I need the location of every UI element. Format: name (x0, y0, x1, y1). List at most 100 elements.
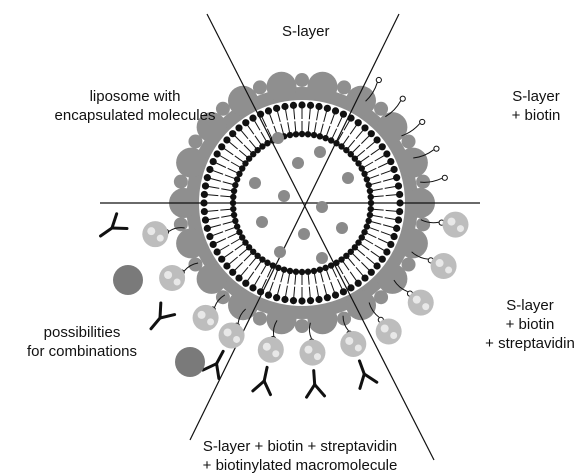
lipid-head-inner (299, 269, 305, 275)
antibody-stem (101, 228, 112, 236)
streptavidin-body (376, 319, 402, 345)
lipid-head-inner (234, 176, 240, 182)
s-layer-spike (174, 217, 188, 231)
antibody-arm (306, 385, 316, 398)
lipid-head-inner (305, 269, 311, 275)
biotin-head-icon (376, 77, 381, 82)
label-liposome: liposome with encapsulated molecules (26, 87, 244, 125)
lipid-head-inner (322, 135, 328, 141)
lipid-head-outer (395, 216, 402, 223)
streptavidin-body (299, 340, 325, 366)
lipid-head-outer (298, 297, 305, 304)
lipid-head-inner (287, 268, 293, 274)
streptavidin-site (381, 325, 389, 333)
s-layer-lobe (228, 290, 258, 320)
lipid-head-outer (214, 248, 221, 255)
lipid-head-inner (322, 265, 328, 271)
lipid-head-outer (210, 241, 217, 248)
lipid-head-outer (281, 103, 288, 110)
encapsulated-molecule (316, 252, 328, 264)
s-layer-lobe (307, 72, 337, 102)
lipid-head-outer (298, 101, 305, 108)
lipid-head-outer (361, 274, 368, 281)
antibody-stem (314, 371, 315, 385)
lipid-head-outer (204, 174, 211, 181)
lipid-head-outer (383, 248, 390, 255)
lipid-head-outer (257, 288, 264, 295)
streptavidin-site (390, 332, 397, 339)
streptavidin-body (142, 221, 168, 247)
lipid-head-inner (317, 266, 323, 272)
lipid-head-outer (307, 102, 314, 109)
antibody-stem (359, 361, 364, 374)
antibody-stem (264, 367, 267, 381)
macromolecule-sphere-icon (113, 265, 143, 295)
lipid-head-outer (206, 233, 213, 240)
lipid-head-inner (299, 131, 305, 137)
lipid-head-outer (204, 225, 211, 232)
s-layer-spike (295, 319, 309, 333)
lipid-head-outer (229, 130, 236, 137)
lipid-head-outer (340, 111, 347, 118)
streptavidin-body (219, 322, 245, 348)
lipid-head-outer (387, 241, 394, 248)
lipid-head-outer (218, 143, 225, 150)
lipid-head-outer (206, 166, 213, 173)
lipid-head-inner (364, 176, 370, 182)
lipid-head-outer (383, 150, 390, 157)
s-layer-spike (253, 80, 267, 94)
lipid-head-inner (293, 131, 299, 137)
lipid-head-outer (265, 291, 272, 298)
lipid-head-inner (231, 188, 237, 194)
lipid-head-inner (328, 262, 334, 268)
lipid-head-outer (273, 105, 280, 112)
streptavidin-site (436, 259, 444, 267)
lipid-head-outer (390, 166, 397, 173)
lipid-head-inner (232, 218, 238, 224)
lipid-head-outer (379, 143, 386, 150)
antibody-arm (315, 384, 325, 397)
lipid-head-outer (202, 216, 209, 223)
lipid-head-outer (368, 130, 375, 137)
streptavidin-site (314, 353, 321, 360)
lipid-head-outer (218, 256, 225, 263)
lipid-head-inner (311, 132, 317, 138)
lipid-head-outer (332, 291, 339, 298)
s-layer-spike (402, 135, 416, 149)
streptavidin-site (147, 227, 155, 235)
lipid-head-inner (230, 206, 236, 212)
biotin-head-icon (420, 119, 425, 124)
antibody-arm (364, 371, 377, 385)
lipid-head-inner (368, 206, 374, 212)
lipid-head-inner (361, 171, 367, 177)
lipid-head-outer (235, 124, 242, 131)
s-layer-lobe (267, 72, 297, 102)
antibody-arm (203, 359, 217, 374)
streptavidin-icon (159, 265, 185, 291)
streptavidin-site (157, 235, 164, 242)
streptavidin-site (164, 271, 172, 279)
streptavidin-site (304, 346, 312, 354)
lipid-head-outer (315, 103, 322, 110)
streptavidin-icon (193, 305, 219, 331)
streptavidin-icon (376, 319, 402, 345)
s-layer-spike (374, 290, 388, 304)
streptavidin-site (422, 303, 429, 310)
lipid-head-outer (396, 208, 403, 215)
encapsulated-molecule (336, 222, 348, 234)
streptavidin-site (355, 344, 362, 351)
streptavidin-icon (442, 212, 468, 238)
lipid-head-outer (290, 297, 297, 304)
label-s-layer-biotin: S-layer + biotin (500, 87, 572, 125)
lipid-head-outer (347, 284, 354, 291)
biotin-head-icon (434, 146, 439, 151)
lipid-head-outer (355, 280, 362, 287)
streptavidin-site (174, 279, 181, 286)
lipid-head-outer (281, 296, 288, 303)
antibody-icon (95, 214, 127, 244)
encapsulated-molecule (274, 246, 286, 258)
lipid-head-inner (287, 132, 293, 138)
lipid-head-inner (317, 133, 323, 139)
lipid-head-outer (307, 297, 314, 304)
s-layer-lobe (398, 228, 428, 258)
